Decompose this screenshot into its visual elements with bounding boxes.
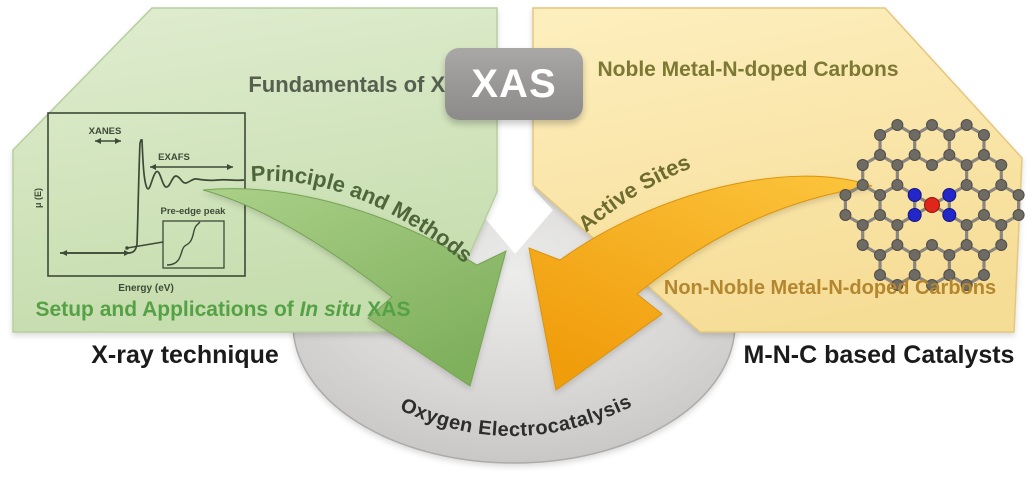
carbon-atom bbox=[874, 269, 887, 281]
carbon-atom bbox=[891, 239, 904, 251]
carbon-atom bbox=[977, 149, 990, 161]
carbon-atom bbox=[995, 219, 1008, 231]
right-panel-caption: M-N-C based Catalysts bbox=[743, 341, 1015, 369]
xanes-label: XANES bbox=[89, 126, 122, 137]
carbon-atom bbox=[908, 249, 921, 261]
carbon-atom bbox=[891, 219, 904, 231]
xanes-range-arrow bbox=[95, 138, 121, 144]
preedge-inset-curve bbox=[166, 221, 201, 266]
right-panel-title: Noble Metal-N-doped Carbons bbox=[597, 58, 899, 81]
carbon-atom bbox=[943, 129, 956, 141]
carbon-atom bbox=[874, 189, 887, 201]
orange-arrow bbox=[528, 175, 873, 391]
carbon-atom bbox=[908, 269, 921, 281]
exafs-label: EXAFS bbox=[158, 152, 190, 163]
nitrogen-atom bbox=[907, 188, 922, 202]
carbon-atom bbox=[1012, 189, 1025, 201]
preedge-range-arrow bbox=[61, 250, 130, 256]
nitrogen-atom bbox=[942, 208, 957, 222]
carbon-atom bbox=[891, 279, 904, 291]
left-panel-subtitle: Setup and Applications of In situ XAS bbox=[36, 298, 411, 322]
subtitle-suffix: XAS bbox=[361, 298, 411, 321]
carbon-atom bbox=[943, 149, 956, 161]
nitrogen-atom bbox=[907, 208, 922, 222]
carbon-atom bbox=[908, 149, 921, 161]
carbon-atom bbox=[977, 189, 990, 201]
carbon-atom bbox=[977, 129, 990, 141]
xas-badge: XAS bbox=[445, 48, 583, 120]
carbon-atom bbox=[995, 179, 1008, 191]
carbon-atom bbox=[960, 159, 973, 171]
carbon-atom bbox=[856, 179, 869, 191]
green-arrow bbox=[202, 188, 507, 387]
right-panel-subtitle: Non-Noble Metal-N-doped Carbons bbox=[663, 277, 997, 299]
carbon-atom bbox=[960, 219, 973, 231]
mn4-molecule-graphic bbox=[839, 119, 1025, 291]
carbon-atom bbox=[926, 279, 938, 291]
metal-center-atom bbox=[924, 197, 940, 213]
carbon-atom bbox=[1012, 209, 1025, 221]
carbon-atom bbox=[977, 249, 990, 261]
left-panel-caption: X-ray technique bbox=[91, 341, 279, 369]
carbon-atom bbox=[960, 279, 973, 291]
carbon-atom bbox=[874, 129, 887, 141]
preedge-connector-line bbox=[125, 241, 164, 250]
subtitle-prefix: Setup and Applications of bbox=[35, 298, 300, 321]
carbon-atom bbox=[856, 159, 869, 171]
carbon-atom bbox=[908, 129, 921, 141]
carbon-atom bbox=[874, 249, 887, 261]
mu-axis-label: μ (E) bbox=[33, 188, 43, 208]
carbon-atom bbox=[943, 269, 956, 281]
carbon-atom bbox=[839, 209, 852, 221]
carbon-atom bbox=[856, 239, 869, 251]
carbon-atom bbox=[995, 159, 1008, 171]
left-panel-title: Fundamentals of XAS bbox=[248, 72, 476, 97]
nitrogen-atom bbox=[942, 188, 957, 202]
exafs-range-arrow bbox=[150, 164, 233, 170]
carbon-atom bbox=[891, 119, 904, 131]
carbon-atom bbox=[960, 179, 973, 191]
carbon-atom bbox=[926, 159, 938, 171]
carbon-atom bbox=[874, 149, 887, 161]
carbon-atom bbox=[995, 239, 1008, 251]
preedge-inset-frame bbox=[162, 220, 225, 269]
subtitle-italic-insitu: In situ bbox=[299, 298, 362, 321]
carbon-atom bbox=[926, 239, 938, 251]
carbon-atom bbox=[960, 119, 973, 131]
carbon-atom bbox=[926, 119, 938, 131]
carbon-atom bbox=[856, 219, 869, 231]
energy-axis-label: Energy (eV) bbox=[118, 283, 174, 294]
preedge-label: Pre-edge peak bbox=[161, 206, 227, 217]
carbon-atom bbox=[874, 209, 887, 221]
carbon-atom bbox=[891, 179, 904, 191]
carbon-atom bbox=[891, 159, 904, 171]
carbon-atom bbox=[839, 189, 852, 201]
carbon-atom bbox=[943, 249, 956, 261]
carbon-atom bbox=[960, 239, 973, 251]
spectrum-curve bbox=[60, 139, 245, 254]
carbon-atom bbox=[977, 209, 990, 221]
carbon-atom bbox=[977, 269, 990, 281]
